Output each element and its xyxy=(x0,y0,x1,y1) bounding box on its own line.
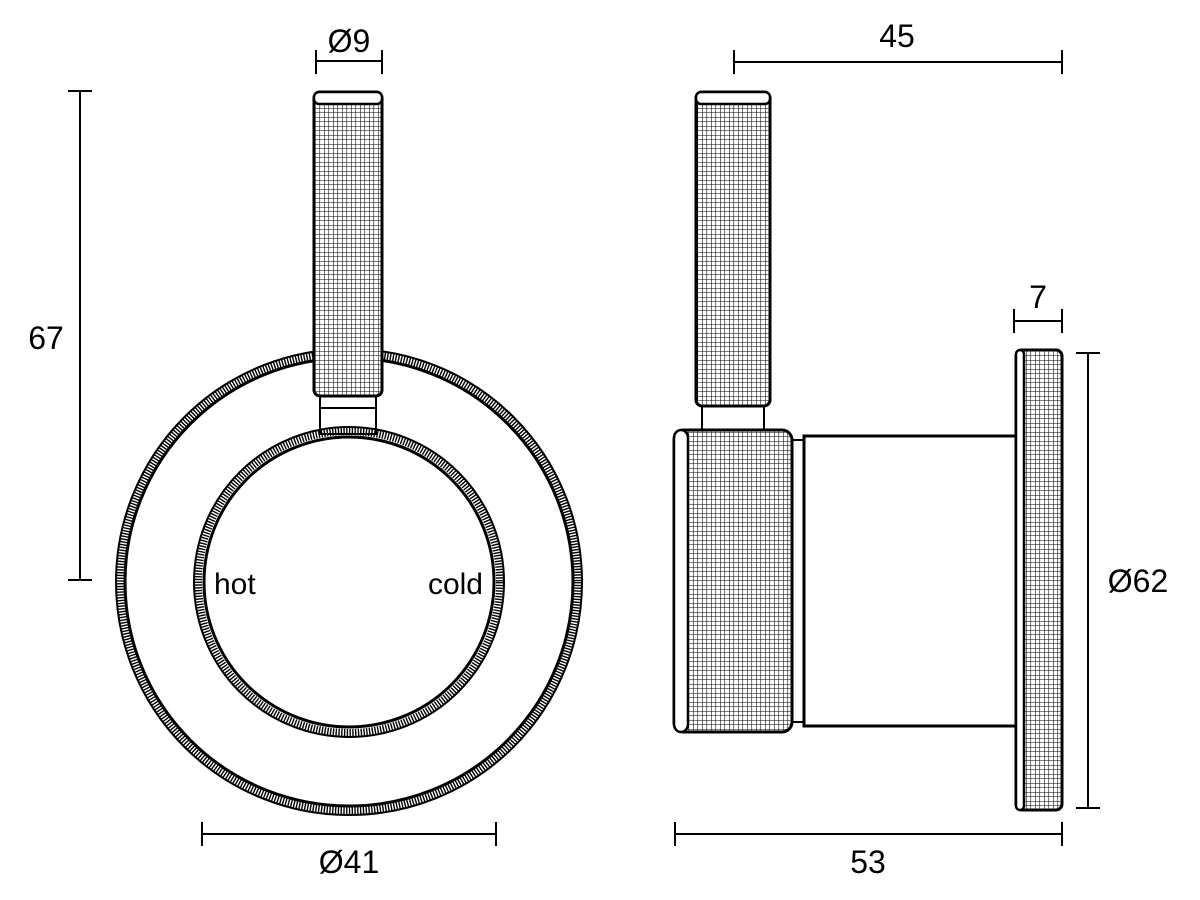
cylinder-body xyxy=(802,434,1018,728)
lever-handle-side-cap xyxy=(694,90,772,106)
lever-handle-front xyxy=(312,90,384,398)
knob-outline xyxy=(193,426,505,738)
side-view xyxy=(672,90,1064,812)
plate-diameter-label: Ø62 xyxy=(1108,563,1168,599)
dimension-labels: Ø9 67 Ø41 45 7 Ø62 53 xyxy=(28,18,1168,880)
hot-label: hot xyxy=(214,568,256,601)
plate-thickness-label: 7 xyxy=(1029,279,1047,315)
lever-depth-label: 45 xyxy=(879,18,915,54)
front-view: hot cold xyxy=(115,90,583,816)
cold-label: cold xyxy=(428,568,483,601)
total-height-label: 67 xyxy=(28,320,64,356)
knob-front-face xyxy=(672,428,690,734)
knob-inner-edge xyxy=(202,435,496,729)
lever-handle-side xyxy=(694,90,772,408)
knob-knurled-edge xyxy=(194,427,504,737)
dimension-lines xyxy=(68,50,1100,846)
escutcheon-diameter-label: Ø41 xyxy=(319,844,379,880)
wall-plate-face xyxy=(1014,348,1026,812)
knob-body-side xyxy=(672,428,794,734)
handle-diameter-label: Ø9 xyxy=(328,23,371,59)
total-depth-label: 53 xyxy=(850,844,886,880)
collar-step xyxy=(791,439,805,723)
lever-handle-cap xyxy=(312,90,384,106)
